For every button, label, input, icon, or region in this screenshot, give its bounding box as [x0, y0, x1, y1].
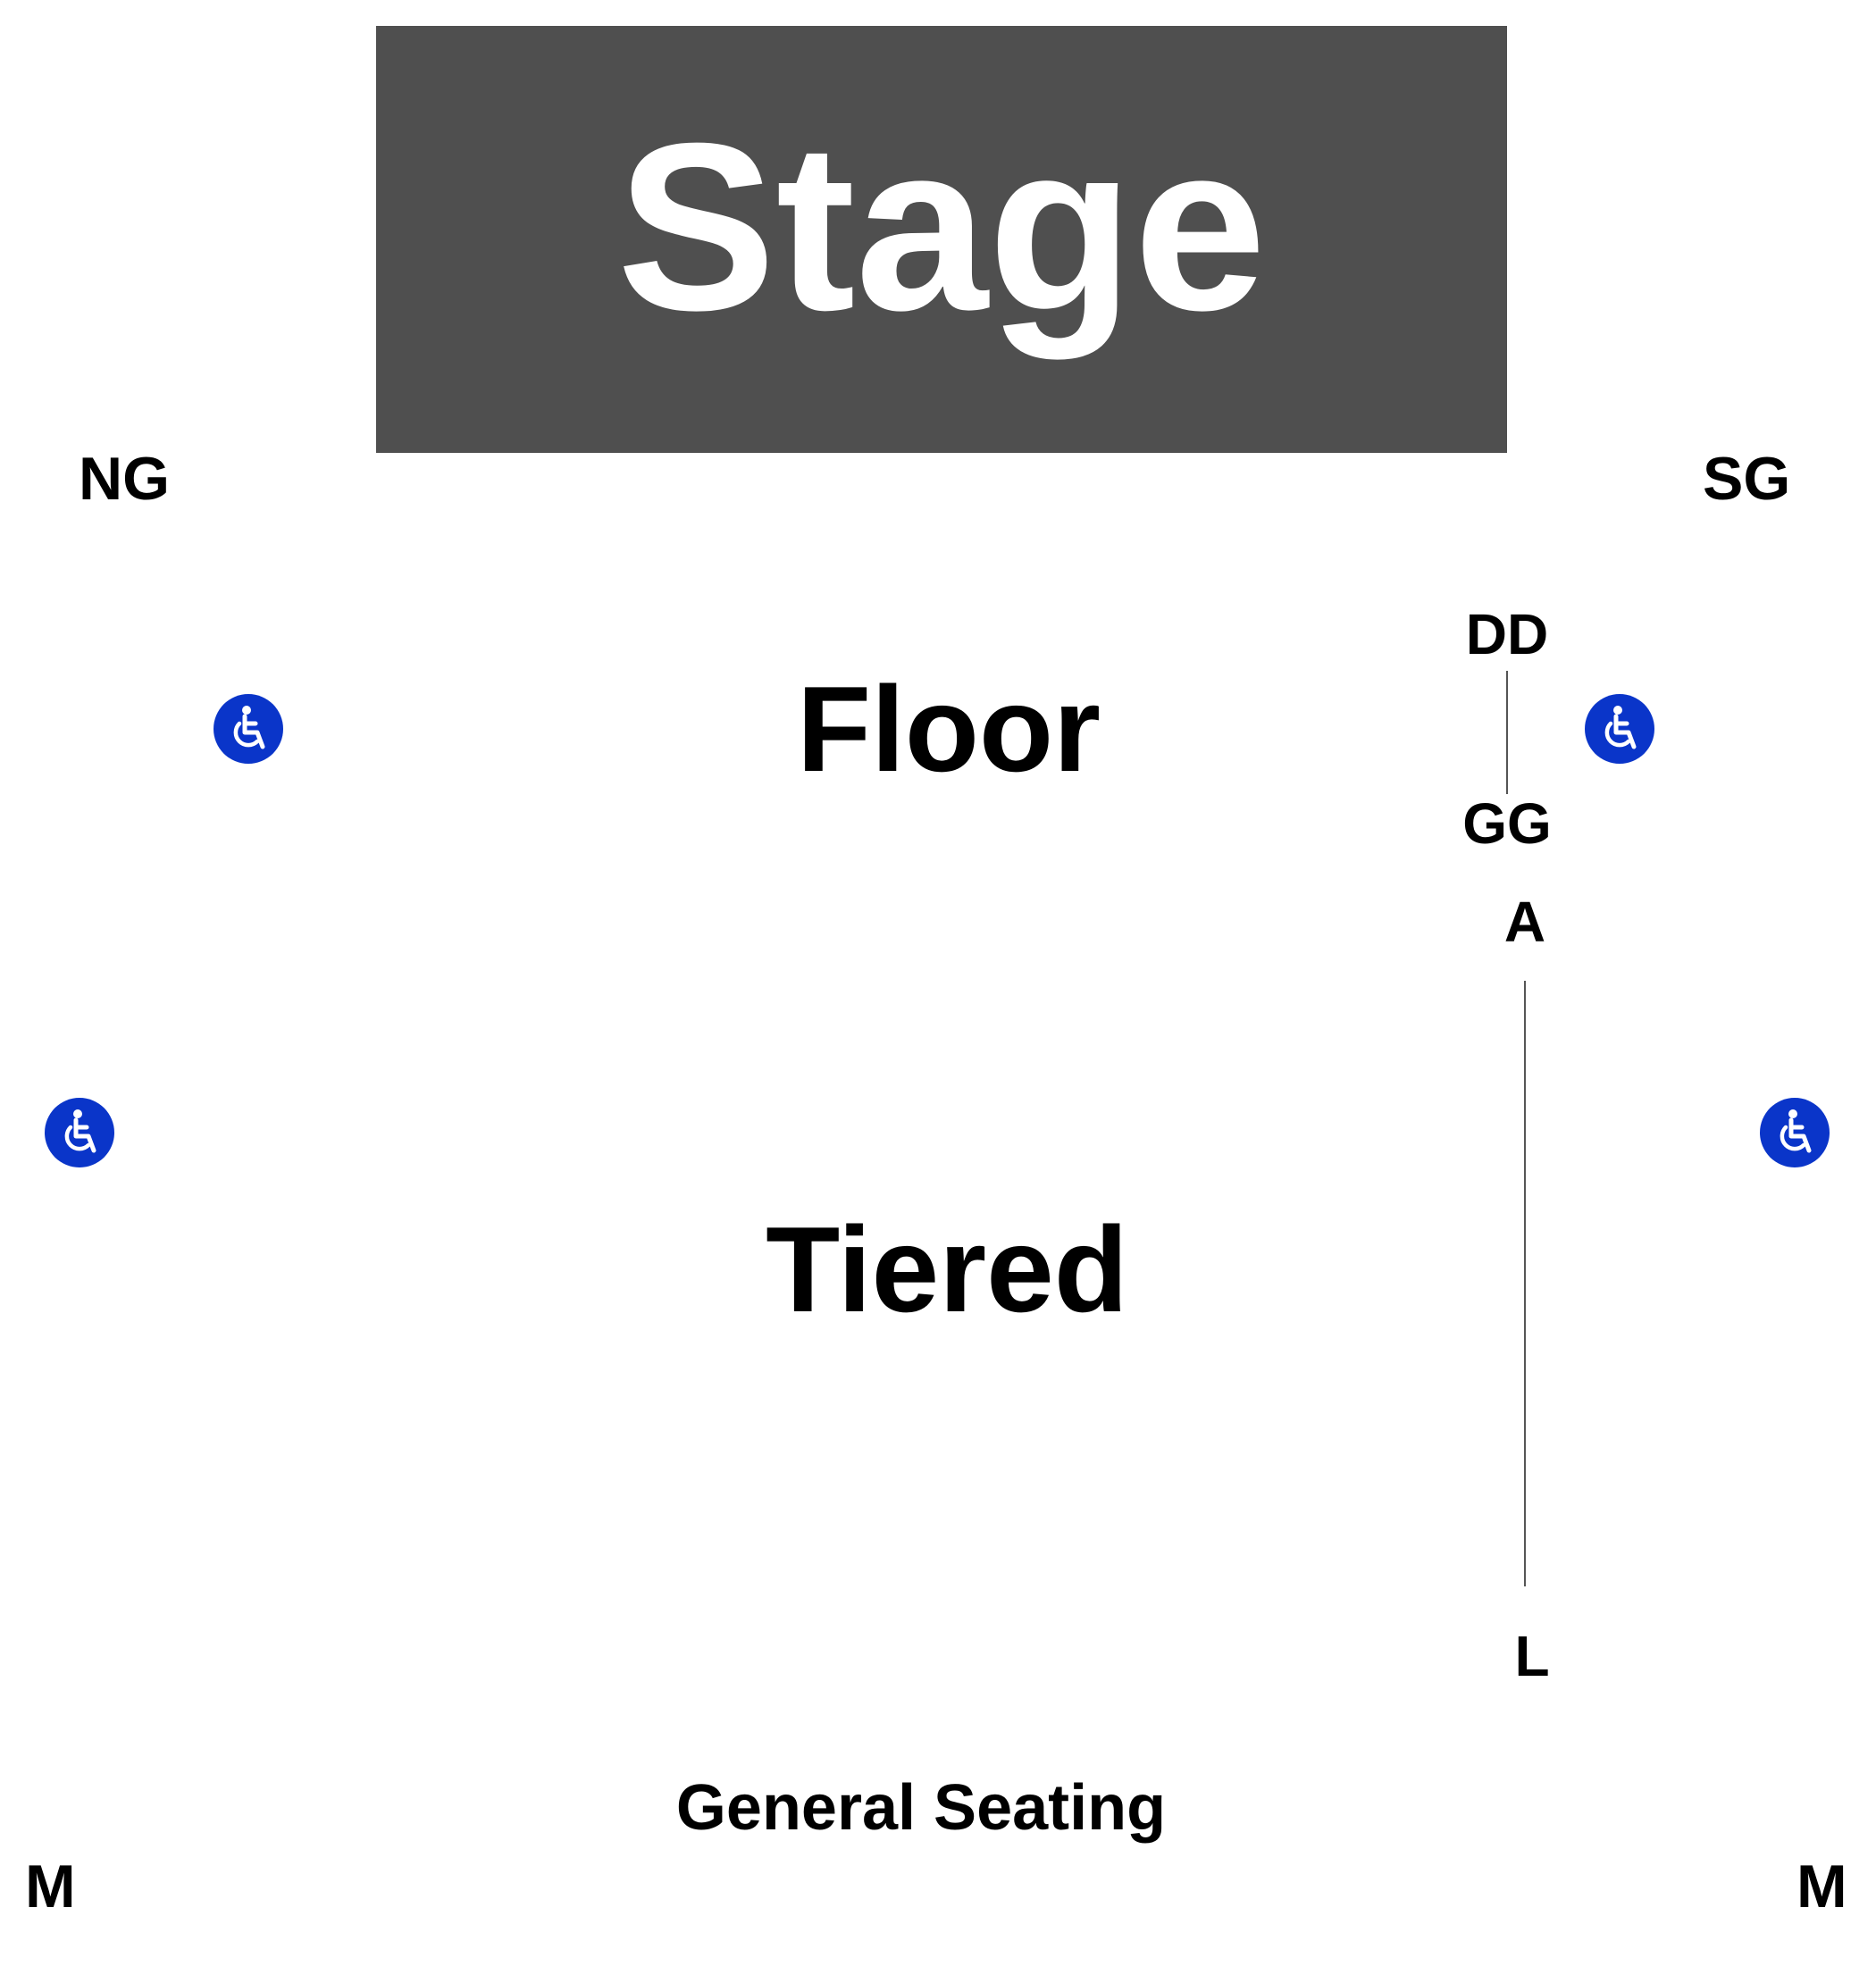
wheelchair-icon[interactable] [1759, 1097, 1830, 1168]
row-label-a: A [1503, 890, 1546, 954]
corner-label-m-left: M [25, 1853, 76, 1920]
section-general-seating[interactable]: General Seating [675, 1772, 1167, 1844]
section-floor[interactable]: Floor [797, 661, 1101, 797]
wheelchair-icon[interactable] [1584, 693, 1655, 765]
row-label-dd: DD [1465, 602, 1549, 666]
corner-label-sg: SG [1703, 445, 1791, 513]
row-label-l: L [1514, 1624, 1550, 1688]
floor-rows-line [1506, 671, 1508, 794]
corner-label-ng: NG [79, 445, 170, 513]
stage-label: Stage [616, 92, 1267, 360]
section-tiered[interactable]: Tiered [766, 1201, 1128, 1337]
row-label-gg: GG [1462, 791, 1552, 856]
stage-area[interactable]: Stage [376, 26, 1507, 453]
wheelchair-icon[interactable] [44, 1097, 115, 1168]
corner-label-m-right: M [1796, 1853, 1847, 1920]
wheelchair-icon[interactable] [213, 693, 284, 765]
tiered-rows-line [1524, 981, 1526, 1586]
